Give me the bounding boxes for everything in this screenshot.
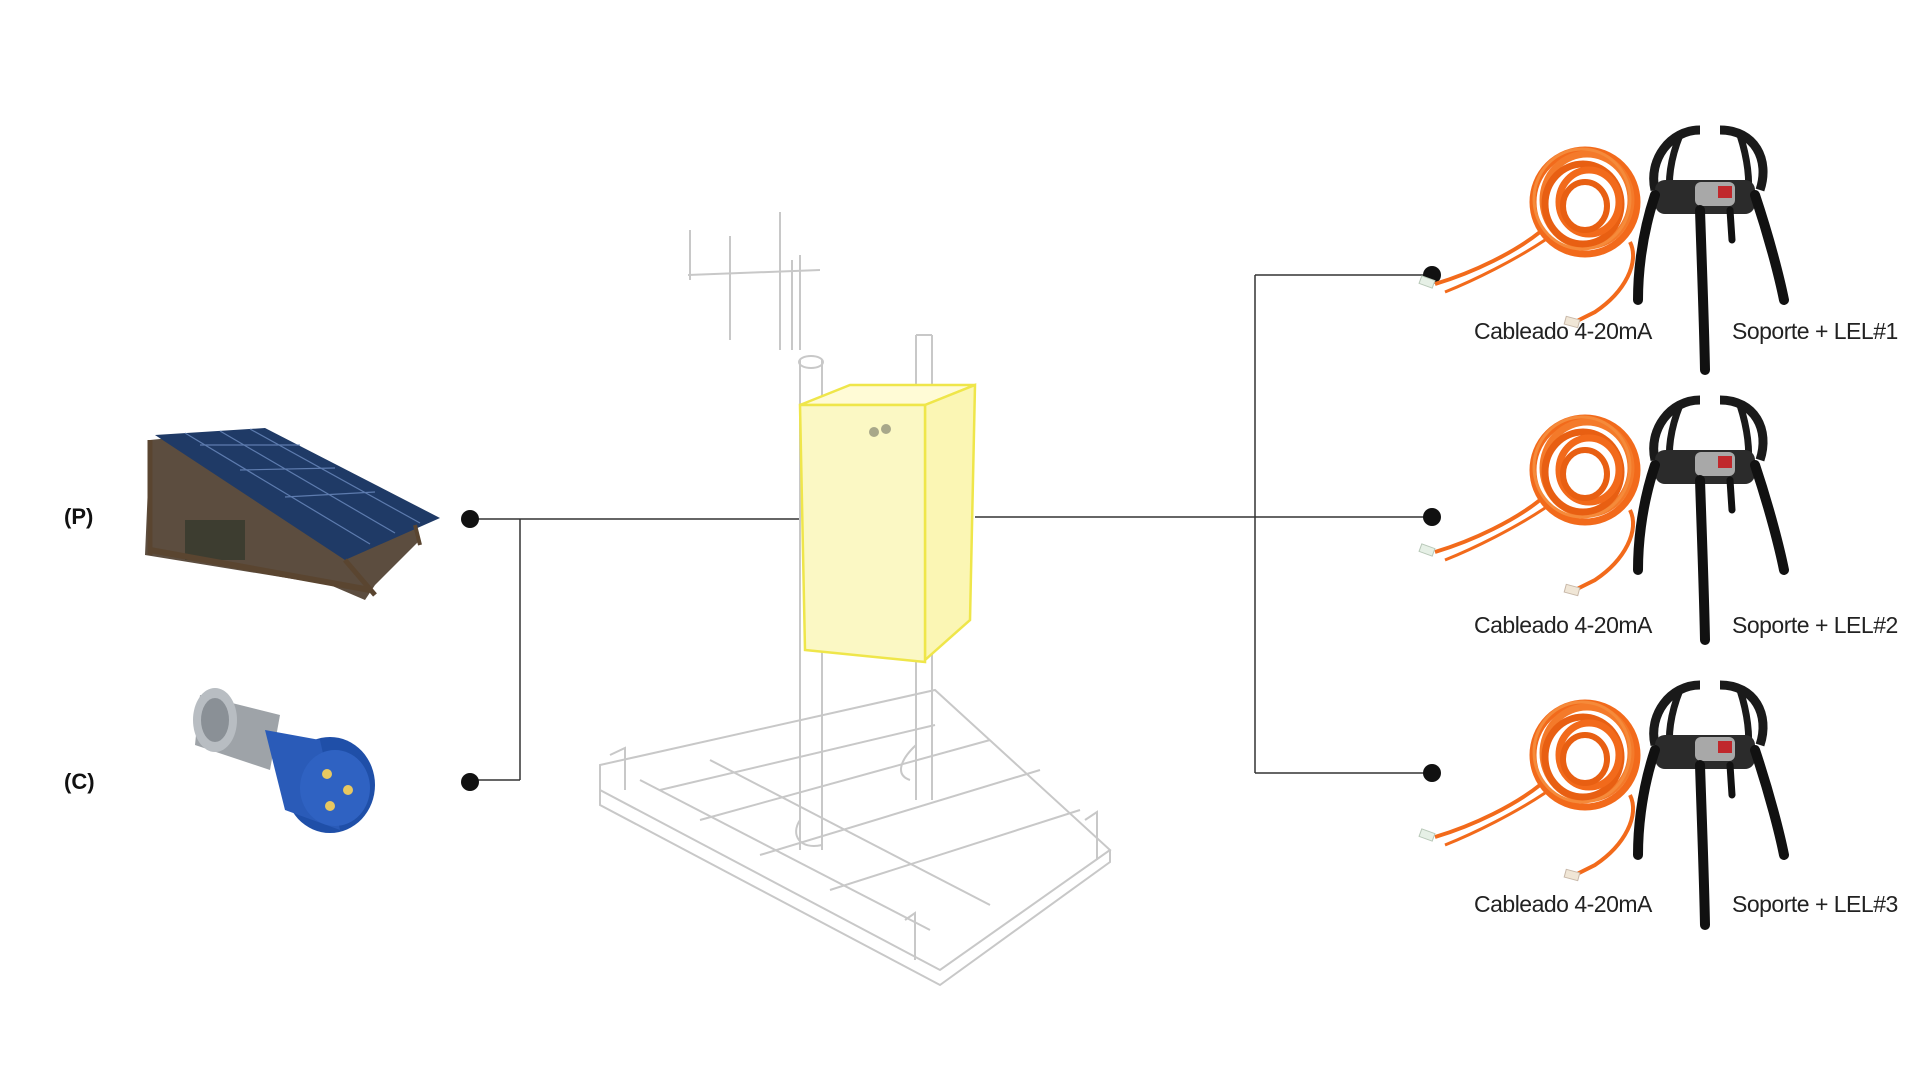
detector-3-cable-label: Cableado 4-20mA bbox=[1474, 891, 1652, 917]
solar-panel-icon bbox=[145, 428, 440, 600]
detector-wiring bbox=[975, 274, 1432, 774]
solar-connection-dot bbox=[461, 510, 479, 528]
detector-3-support-label: Soporte + LEL#3 bbox=[1732, 891, 1898, 917]
detector-2-stand-icon bbox=[1638, 400, 1784, 640]
detector-1-cable-label: Cableado 4-20mA bbox=[1474, 318, 1652, 344]
plug-connection-dot bbox=[461, 773, 479, 791]
detector-1-cable-icon bbox=[1419, 149, 1637, 328]
detector-2-connection-dot bbox=[1423, 508, 1441, 526]
detector-2-cable-label: Cableado 4-20mA bbox=[1474, 612, 1652, 638]
detector-2-support-label: Soporte + LEL#2 bbox=[1732, 612, 1898, 638]
detector-1-support-label: Soporte + LEL#1 bbox=[1732, 318, 1898, 344]
plug-source-label: (C) bbox=[64, 769, 95, 794]
power-source-wiring bbox=[470, 518, 800, 781]
solar-source-label: (P) bbox=[64, 504, 94, 529]
detector-3-stand-icon bbox=[1638, 685, 1784, 925]
detector-3-cable-icon bbox=[1419, 702, 1637, 881]
detector-2-cable-icon bbox=[1419, 417, 1637, 596]
detector-3-connection-dot bbox=[1423, 764, 1441, 782]
power-plug-icon bbox=[193, 688, 375, 833]
control-enclosure bbox=[798, 383, 977, 664]
